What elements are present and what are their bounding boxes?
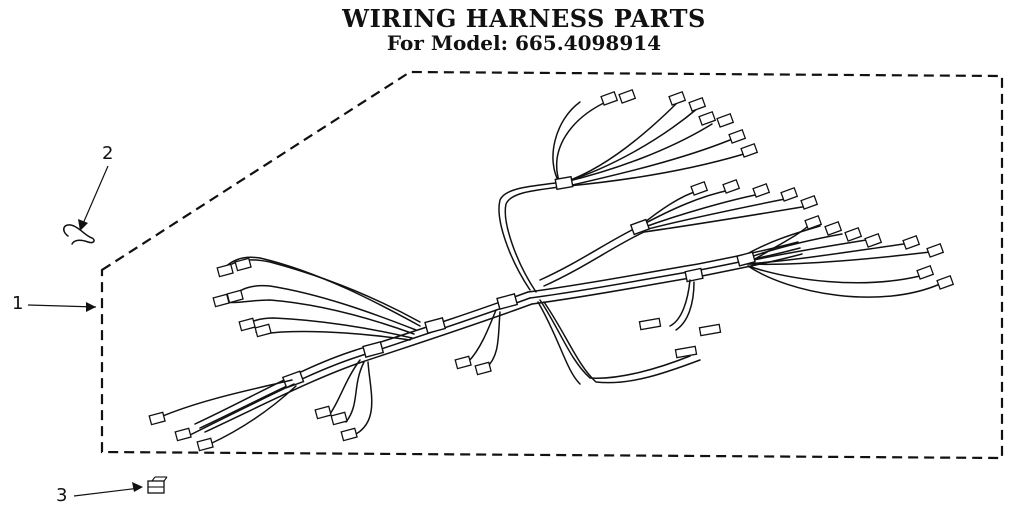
harness-boundary: [100, 70, 1004, 460]
lower-left-fan: [157, 309, 501, 445]
callout-leader-1: [27, 304, 97, 308]
diagram-title: WIRING HARNESS PARTS: [342, 4, 706, 33]
callout-number-2: 2: [102, 143, 114, 164]
left-fan: [221, 256, 519, 389]
callout-arrow-3: [132, 482, 143, 492]
middle-branch: [539, 189, 809, 287]
callout-arrow-2: [78, 219, 88, 231]
lower-right-branch: [537, 279, 701, 385]
model-subtitle: For Model: 665.4098914: [386, 31, 662, 55]
callout-number-3: 3: [56, 485, 68, 506]
upper-branch: [498, 99, 745, 293]
callout-number-1: 1: [12, 293, 24, 314]
connector-terminals: [148, 89, 955, 452]
callout-leader-3: [73, 487, 141, 497]
block-part-3: [147, 476, 168, 494]
callout-leader-2: [81, 165, 109, 227]
callout-arrow-1: [86, 302, 96, 312]
right-branch: [684, 225, 941, 298]
clip-part-2: [63, 224, 95, 245]
